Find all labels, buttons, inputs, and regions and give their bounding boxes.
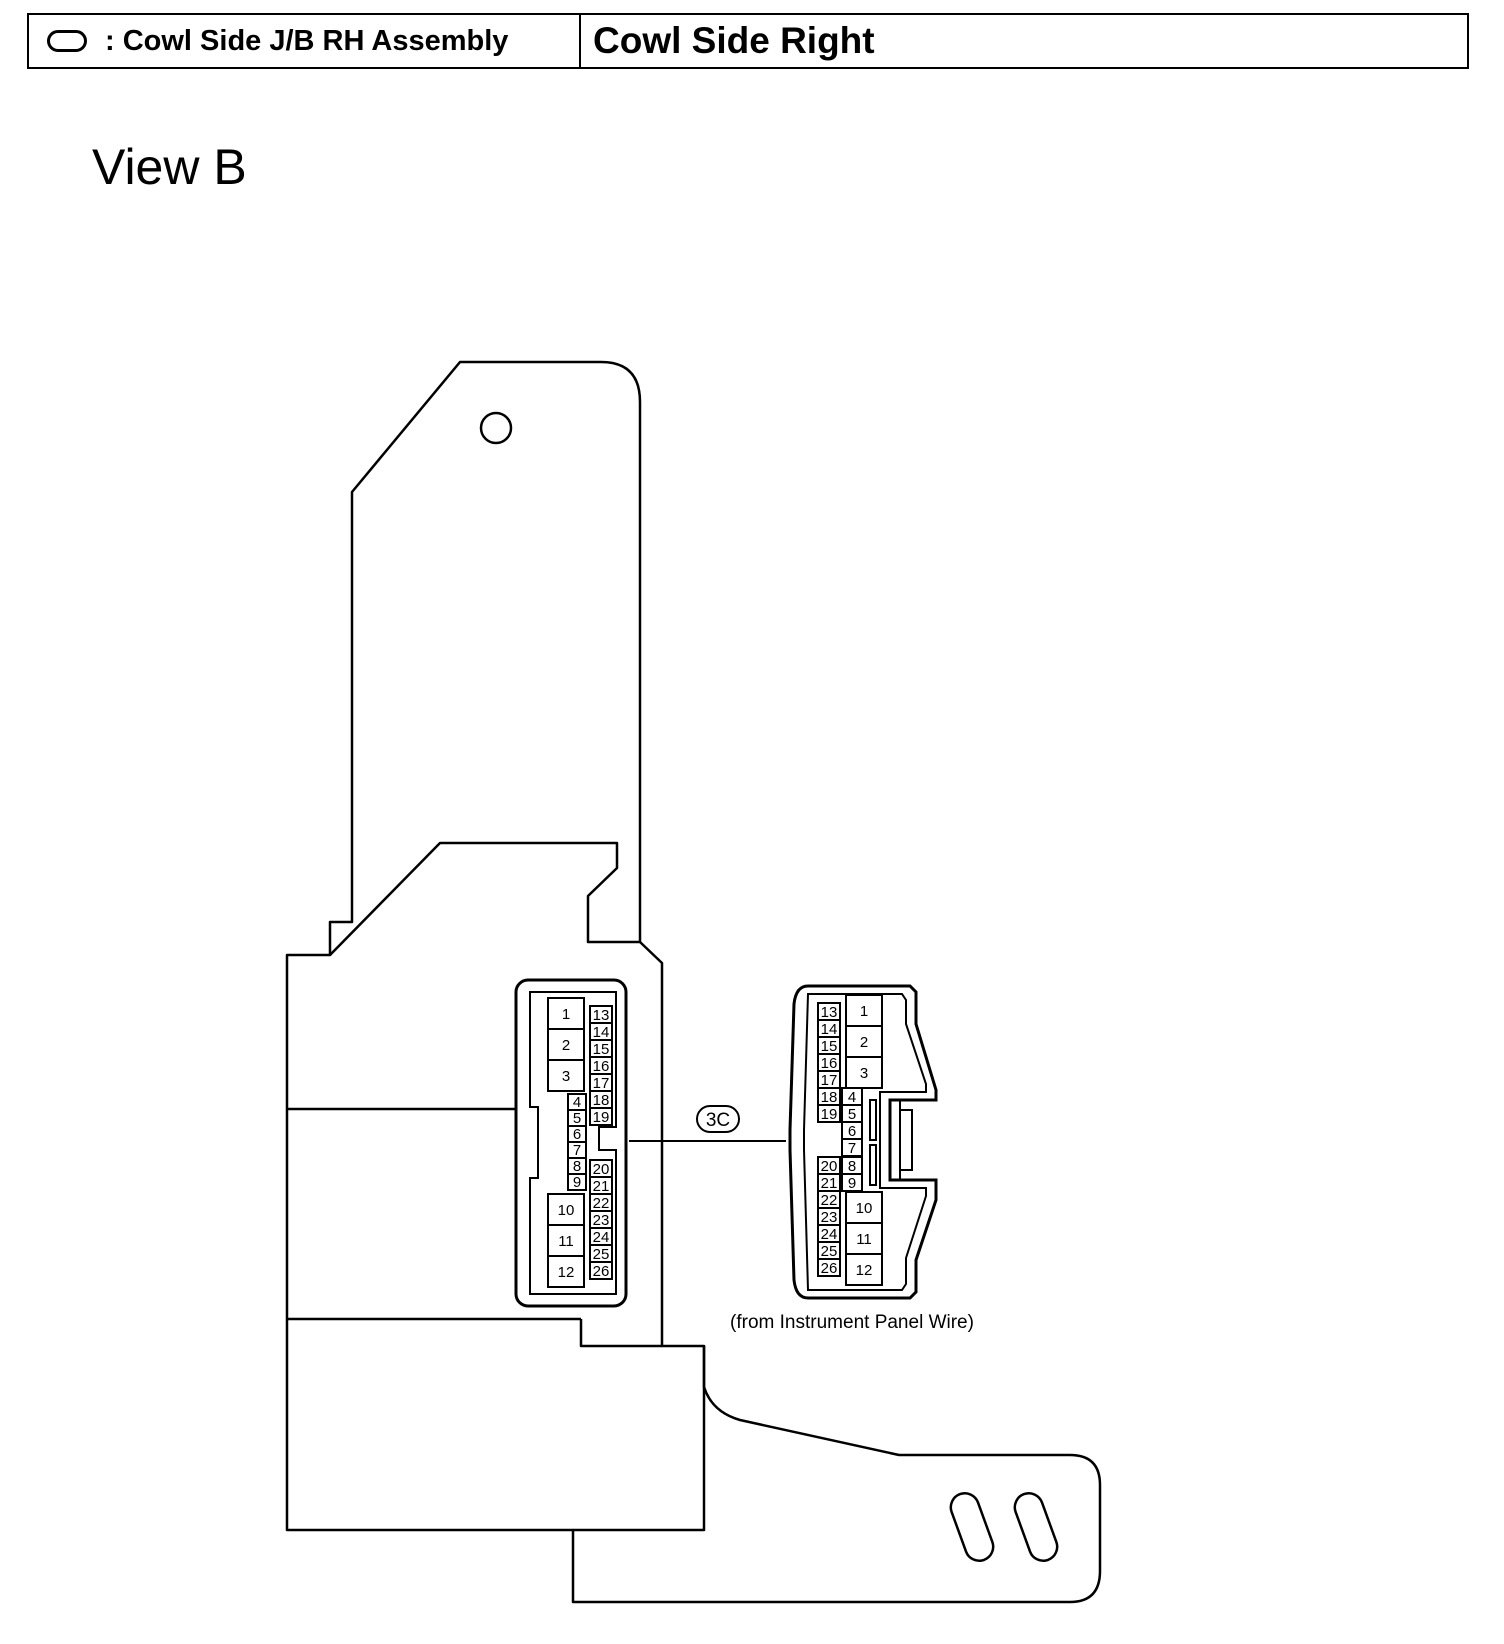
pin-label-l9: 9 xyxy=(573,1174,581,1191)
pin-label-r16: 16 xyxy=(821,1055,838,1072)
pin-label-r12: 12 xyxy=(856,1262,873,1279)
rounded-rect-location-icon xyxy=(47,30,87,52)
pin-label-l18: 18 xyxy=(593,1092,610,1109)
pin-label-l3: 3 xyxy=(562,1068,570,1085)
connector-caption: (from Instrument Panel Wire) xyxy=(730,1312,974,1333)
pin-label-r13: 13 xyxy=(821,1004,838,1021)
pin-label-r25: 25 xyxy=(821,1243,838,1260)
pin-label-l19: 19 xyxy=(593,1109,610,1126)
pin-label-l16: 16 xyxy=(593,1058,610,1075)
harness-connector-3c xyxy=(788,984,938,1300)
bracket-upper-step xyxy=(329,841,640,956)
pin-label-l6: 6 xyxy=(573,1126,581,1143)
bracket-outline xyxy=(285,360,1102,1604)
connector-code-badge xyxy=(696,1105,740,1133)
view-title: View B xyxy=(92,139,247,195)
pin-label-l20: 20 xyxy=(593,1161,610,1178)
pin-label-l4: 4 xyxy=(573,1094,581,1111)
pin-label-r7: 7 xyxy=(848,1140,856,1157)
pin-label-l15: 15 xyxy=(593,1041,610,1058)
pin-label-r11: 11 xyxy=(856,1231,872,1248)
pin-label-r5: 5 xyxy=(848,1106,856,1123)
pin-label-r17: 17 xyxy=(821,1072,838,1089)
pin-label-r23: 23 xyxy=(821,1209,838,1226)
pin-label-r14: 14 xyxy=(821,1021,838,1038)
pin-label-l7: 7 xyxy=(573,1142,581,1159)
pin-label-l11: 11 xyxy=(558,1233,574,1250)
pin-label-r9: 9 xyxy=(848,1175,856,1192)
pin-label-l21: 21 xyxy=(593,1178,610,1195)
jb-connector-3c xyxy=(514,978,628,1308)
pin-label-l22: 22 xyxy=(593,1195,610,1212)
connector-code: 3C xyxy=(706,1110,730,1131)
pin-label-r1: 1 xyxy=(860,1003,868,1020)
location-cell: : Cowl Side J/B RH Assembly xyxy=(29,15,581,67)
pin-label-r15: 15 xyxy=(821,1038,838,1055)
pin-label-l12: 12 xyxy=(558,1264,575,1281)
pin-label-l1: 1 xyxy=(562,1006,570,1023)
pin-label-r19: 19 xyxy=(821,1106,838,1123)
pin-label-l14: 14 xyxy=(593,1024,610,1041)
pin-label-l5: 5 xyxy=(573,1110,581,1127)
pin-label-r22: 22 xyxy=(821,1192,838,1209)
pin-label-l10: 10 xyxy=(558,1202,575,1219)
bracket-lower-step xyxy=(579,1319,662,1348)
bracket-lower-plate xyxy=(573,1346,706,1532)
mounting-hole xyxy=(479,411,513,445)
pin-label-l26: 26 xyxy=(593,1263,610,1280)
pin-label-r21: 21 xyxy=(821,1175,838,1192)
pin-label-l8: 8 xyxy=(573,1158,581,1175)
pin-label-r8: 8 xyxy=(848,1158,856,1175)
location-header: : Cowl Side J/B RH Assembly Cowl Side Ri… xyxy=(27,13,1469,69)
pin-label-r24: 24 xyxy=(821,1226,838,1243)
mounting-slot-left xyxy=(949,1492,995,1562)
pin-label-r26: 26 xyxy=(821,1260,838,1277)
pin-label-r2: 2 xyxy=(860,1034,868,1051)
pin-label-r6: 6 xyxy=(848,1123,856,1140)
pin-label-r3: 3 xyxy=(860,1065,868,1082)
location-title: Cowl Side Right xyxy=(593,20,875,61)
pin-label-r4: 4 xyxy=(848,1089,856,1106)
pin-label-r18: 18 xyxy=(821,1089,838,1106)
pin-label-l23: 23 xyxy=(593,1212,610,1229)
location-label: : Cowl Side J/B RH Assembly xyxy=(105,24,509,57)
pin-label-l13: 13 xyxy=(593,1007,610,1024)
location-title-cell: Cowl Side Right xyxy=(581,15,1467,67)
pin-label-r20: 20 xyxy=(821,1158,838,1175)
pin-label-l17: 17 xyxy=(593,1075,610,1092)
pin-label-l25: 25 xyxy=(593,1246,610,1263)
pin-label-l24: 24 xyxy=(593,1229,610,1246)
pin-label-r10: 10 xyxy=(856,1200,873,1217)
pin-label-l2: 2 xyxy=(562,1037,570,1054)
mounting-slot-right xyxy=(1013,1492,1059,1562)
